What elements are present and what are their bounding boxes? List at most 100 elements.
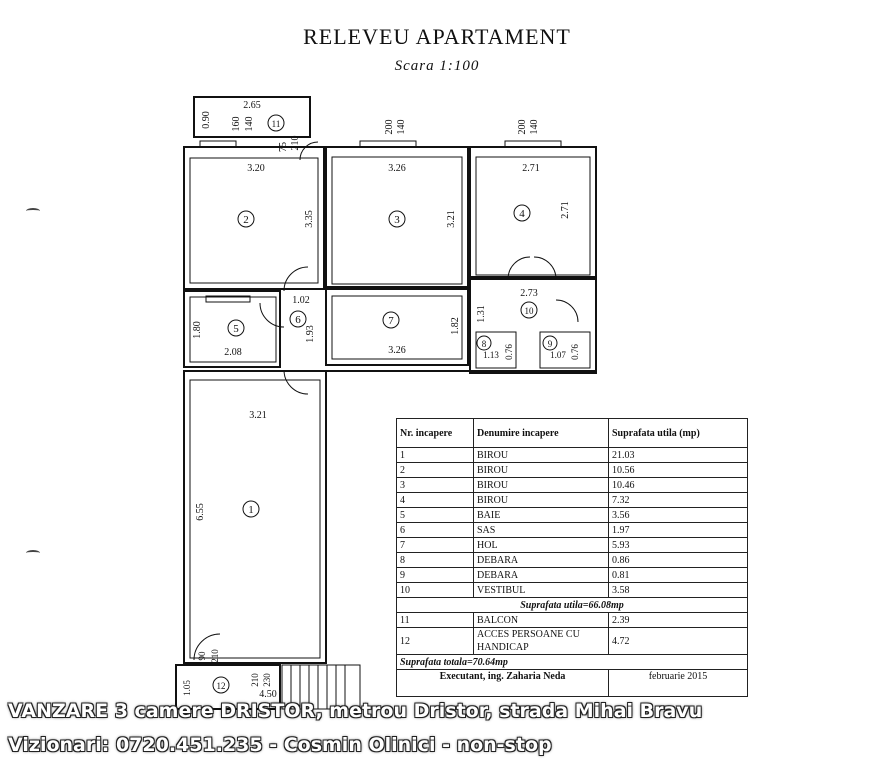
room-4-inner	[475, 156, 591, 276]
dim-label: 6.55	[195, 503, 206, 521]
room-2-inner	[189, 157, 319, 284]
door-arc	[299, 141, 319, 161]
dim-label: 2.71	[560, 201, 571, 219]
cell-num: 10	[396, 582, 474, 598]
room-marker	[242, 500, 260, 518]
cell-name: BIROU	[473, 492, 609, 508]
door-arc	[533, 256, 557, 280]
dim-label: 0.76	[504, 344, 514, 360]
cell-name: BIROU	[473, 462, 609, 478]
cell-area: 1.97	[608, 522, 748, 538]
room-number-5: 5	[233, 323, 239, 335]
room-marker	[212, 676, 230, 694]
dim-label: 200	[517, 120, 528, 135]
dim-label: 1.02	[292, 295, 310, 306]
page-title: RELEVEU APARTAMENT	[303, 24, 571, 49]
rooms-table-box: Nr. incapere Denumire incapere Suprafata…	[396, 418, 748, 708]
header-area: Suprafata utila (mp)	[608, 418, 748, 448]
cell-num: 6	[396, 522, 474, 538]
room-number-1: 1	[248, 504, 254, 516]
windows	[199, 140, 562, 303]
room-marker	[227, 319, 245, 337]
cell-name: VESTIBUL	[473, 582, 609, 598]
cell-num: 2	[396, 462, 474, 478]
room-number-6: 6	[295, 314, 301, 326]
door-arc	[259, 302, 285, 328]
dimension-labels: 2.65 0.90 160 140 75 210 200 140 200 140…	[182, 100, 580, 700]
cell-num: 12	[396, 627, 474, 655]
dim-label: 1.13	[483, 350, 499, 360]
cell-name: HOL	[473, 537, 609, 553]
dim-label: 1.80	[192, 321, 203, 339]
dim-label: 1.31	[476, 305, 487, 323]
grand-total: Suprafata totala=70.64mp	[396, 654, 748, 670]
cell-name: DEBARA	[473, 552, 609, 568]
cell-area: 21.03	[608, 447, 748, 463]
cell-num: 5	[396, 507, 474, 523]
dim-label: 1.05	[182, 680, 192, 696]
window	[205, 295, 251, 303]
room-marker	[267, 114, 285, 132]
dim-label: 1.82	[450, 317, 461, 335]
margin-mark	[26, 208, 40, 214]
dim-label: 1.07	[550, 350, 566, 360]
dim-label: 2.08	[224, 347, 242, 358]
cell-num: 8	[396, 552, 474, 568]
room-marker	[382, 311, 400, 329]
cell-area: 7.32	[608, 492, 748, 508]
dim-label: 3.21	[249, 410, 267, 421]
cell-area: 4.72	[608, 627, 748, 655]
room-marker	[237, 210, 255, 228]
room-7-walls	[325, 288, 469, 366]
cell-num: 4	[396, 492, 474, 508]
dim-label: 2.65	[243, 100, 261, 111]
cell-name: BAIE	[473, 507, 609, 523]
cell-area: 0.81	[608, 567, 748, 583]
rooms-table: Nr. incapere Denumire incapere Suprafata…	[396, 418, 748, 697]
cell-area: 3.58	[608, 582, 748, 598]
stairs-outline	[281, 664, 361, 710]
dim-label: 3.26	[388, 163, 406, 174]
room-marker	[542, 335, 558, 351]
room-marker	[513, 204, 531, 222]
executant: Executant, ing. Zaharia Neda	[396, 669, 609, 697]
cell-num: 9	[396, 567, 474, 583]
dim-label: 210	[250, 673, 260, 687]
room-1-inner	[189, 379, 321, 659]
dim-label: 1.93	[305, 325, 316, 343]
scale-label: Scara 1:100	[394, 58, 480, 74]
header-name: Denumire incapere	[473, 418, 609, 448]
dim-label: 2.71	[522, 163, 540, 174]
dim-label: 0.76	[570, 344, 580, 360]
room-number-9: 9	[548, 339, 553, 349]
door-arc	[283, 369, 309, 395]
room-10-walls	[469, 278, 597, 374]
cell-area: 3.56	[608, 507, 748, 523]
cell-area: 2.39	[608, 612, 748, 628]
room-number-11: 11	[272, 119, 281, 129]
room-8-walls	[475, 331, 517, 369]
doors	[193, 141, 579, 661]
room-number-8: 8	[482, 339, 487, 349]
window	[359, 140, 417, 148]
cell-name: BIROU	[473, 447, 609, 463]
room-number-3: 3	[394, 214, 400, 226]
room-number-7: 7	[388, 315, 394, 327]
dim-label: 3.20	[247, 163, 265, 174]
cell-name: ACCES PERSOANE CU HANDICAP	[473, 627, 609, 655]
room-number-2: 2	[243, 214, 249, 226]
room-9-walls	[539, 331, 591, 369]
cell-area: 5.93	[608, 537, 748, 553]
